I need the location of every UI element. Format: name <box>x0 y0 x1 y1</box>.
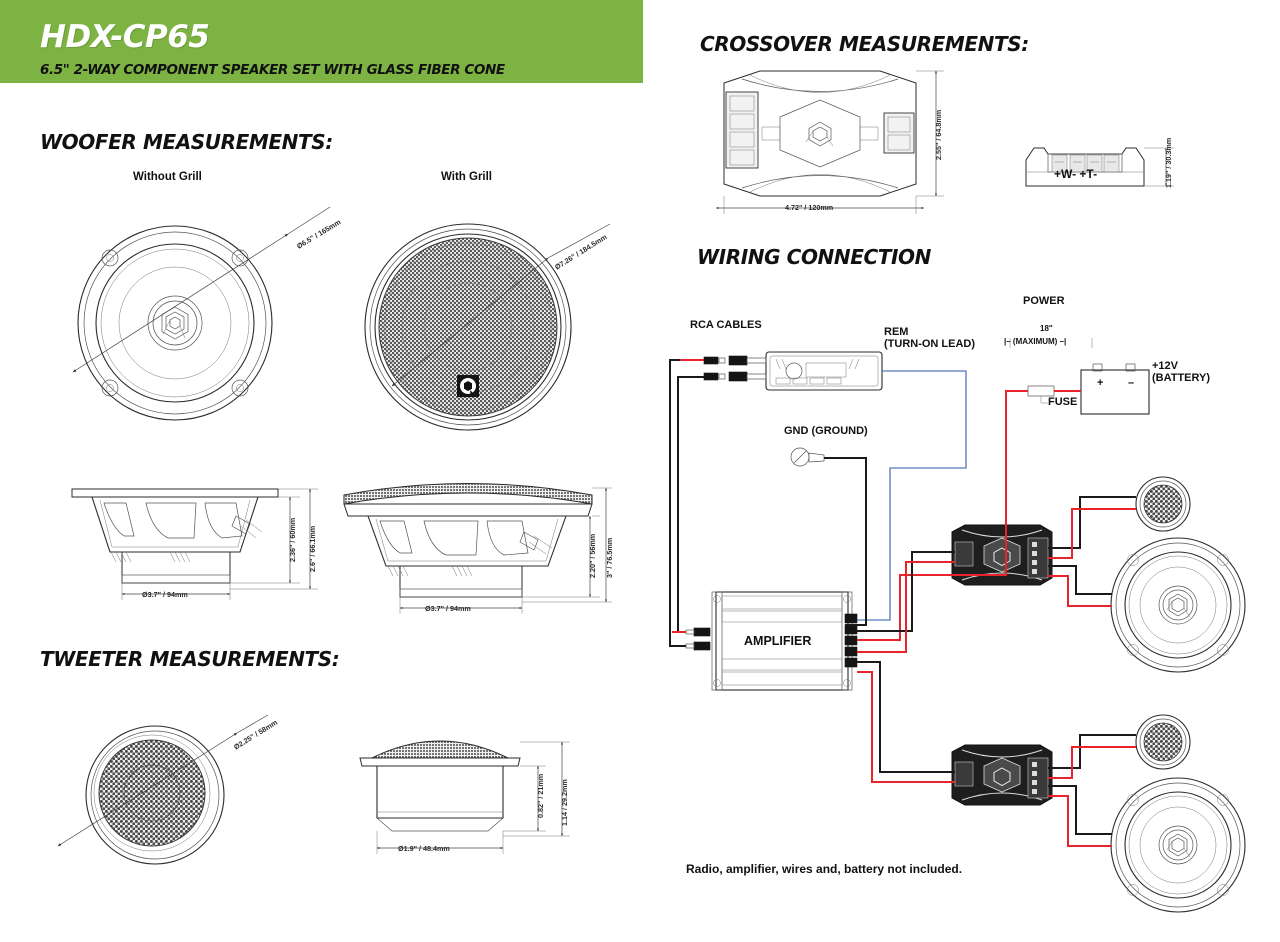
dim-crossover-width: 4.72" / 120mm <box>785 203 834 212</box>
crossover-top-view <box>715 70 944 214</box>
max-length-label: |– (MAXIMUM) –| <box>1004 337 1067 346</box>
dim-woofer-cutout: Ø3.7" / 94mm <box>142 590 188 599</box>
crossover-terminal-detail <box>1025 147 1174 187</box>
woofer-right-lower <box>1110 777 1246 913</box>
rca-plugs-head-unit <box>703 355 767 382</box>
dim-woofer-depth-inner-grill: 2.20" / 56mm <box>588 533 597 578</box>
woofer-right-upper <box>1110 537 1246 673</box>
dim-woofer-diameter-with-grill: Ø7.26" / 184.5mm <box>553 232 609 272</box>
head-unit <box>765 351 883 391</box>
woofer-view-label-without-grill: Without Grill <box>133 171 202 183</box>
woofer-section-heading: WOOFER MEASUREMENTS: <box>40 130 333 154</box>
woofer-view-label-with-grill: With Grill <box>441 171 493 183</box>
crossover-section-heading: CROSSOVER MEASUREMENTS: <box>700 32 1029 56</box>
tweeter-right-upper <box>1135 476 1191 532</box>
battery: + – <box>1080 363 1150 415</box>
header-banner <box>0 0 643 83</box>
battery-label-line2: (BATTERY) <box>1152 372 1211 384</box>
rca-cables-label: RCA CABLES <box>690 319 762 331</box>
woofer-side-view-without-grill <box>71 488 318 600</box>
battery-label-line1: +12V <box>1152 360 1178 372</box>
ground-label: GND (GROUND) <box>784 425 868 437</box>
dim-woofer-cutout-grill: Ø3.7" / 94mm <box>425 604 471 613</box>
woofer-side-view-with-grill <box>343 483 612 614</box>
woofer-top-view-without-grill <box>72 206 331 421</box>
fuse-label: FUSE <box>1048 396 1078 408</box>
dim-woofer-depth-inner: 2.36" / 60mm <box>288 517 297 562</box>
ground-screw <box>790 447 825 467</box>
power-label: POWER <box>1023 295 1065 307</box>
wiring-lines <box>669 359 1136 847</box>
dim-crossover-terminal-height: 1.19" / 30.3mm <box>1164 137 1173 188</box>
dim-tweeter-depth-outer: 1.14 / 29.2mm <box>560 779 569 826</box>
crossover-right-lower <box>951 744 1053 806</box>
crossover-right-upper <box>951 524 1053 586</box>
crossover-terminal-labels: +W- +T- <box>1054 167 1098 181</box>
dim-crossover-height: 2.55" / 64.8mm <box>934 109 943 160</box>
rem-label-line2: (TURN-ON LEAD) <box>884 338 976 350</box>
svg-text:+: + <box>1097 377 1103 389</box>
product-tagline: 6.5" 2-WAY COMPONENT SPEAKER SET WITH GL… <box>40 62 505 78</box>
dim-woofer-depth-outer: 2.6" / 66.1mm <box>308 525 317 572</box>
dim-tweeter-depth-inner: 0.82" / 21mm <box>536 773 545 818</box>
tweeter-top-view <box>57 714 269 865</box>
disclaimer-note: Radio, amplifier, wires and, battery not… <box>686 862 963 876</box>
dim-tweeter-diameter: Ø2.25" / 58mm <box>232 717 279 752</box>
amplifier-label: AMPLIFIER <box>744 634 812 648</box>
tweeter-section-heading: TWEETER MEASUREMENTS: <box>40 647 340 671</box>
max-length-value: 18" <box>1040 324 1053 333</box>
svg-text:–: – <box>1128 377 1134 389</box>
product-model-title: HDX-CP65 <box>40 19 210 55</box>
rem-label-line1: REM <box>884 326 909 338</box>
wiring-section-heading: WIRING CONNECTION <box>697 245 931 269</box>
tweeter-right-lower <box>1135 714 1191 770</box>
dim-tweeter-cutout: Ø1.9" / 48.4mm <box>398 844 450 853</box>
dim-woofer-diameter-no-grill: Ø6.5" / 165mm <box>295 217 343 251</box>
dim-woofer-depth-outer-grill: 3" / 76.5mm <box>605 537 614 578</box>
